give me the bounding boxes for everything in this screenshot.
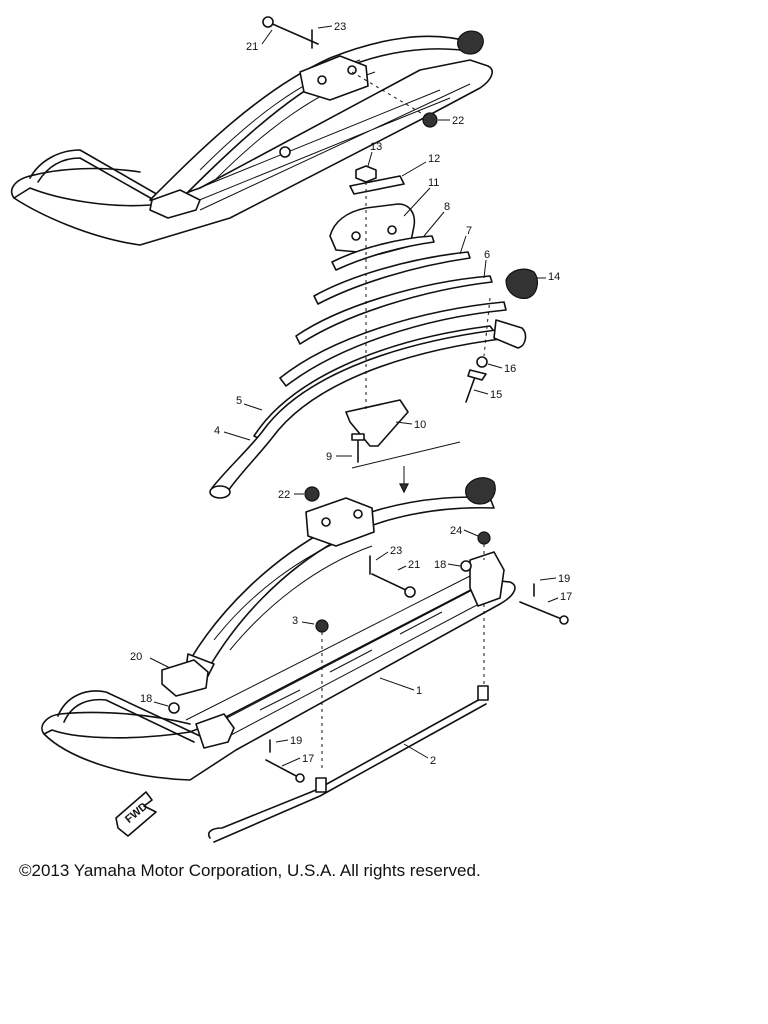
bottom-bolt-21	[371, 573, 411, 593]
callout-2: 2	[430, 755, 436, 767]
callout-17-right: 17	[560, 591, 572, 603]
ski-assembly-diagram: FWD 21 23 22 13 12 11 8 7 6 14 16 15 5 4…	[10, 16, 572, 843]
part-24-washer	[477, 531, 491, 545]
callout-15: 15	[490, 389, 502, 401]
part-7-leaf	[313, 251, 471, 305]
bottom-ski-bumper	[465, 477, 496, 505]
part-3-nut	[315, 619, 329, 633]
top-ski-assembly	[10, 16, 493, 246]
callout-11: 11	[428, 177, 439, 189]
callout-19-right: 19	[558, 573, 570, 585]
bottom-nut-22	[304, 486, 320, 502]
callout-5: 5	[236, 395, 242, 407]
spring-stack-exploded	[209, 165, 538, 499]
top-nut-22	[422, 112, 438, 128]
callout-16: 16	[504, 363, 516, 375]
part-12-plate	[349, 175, 405, 195]
part-8-leaf	[331, 235, 435, 271]
bottom-ski-tip	[41, 711, 191, 735]
callout-22-bottom: 22	[278, 489, 290, 501]
bottom-ski-assembly	[41, 477, 569, 843]
copyright-notice: ©2013 Yamaha Motor Corporation, U.S.A. A…	[19, 861, 481, 880]
top-bolt-21	[267, 21, 319, 45]
callout-13: 13	[370, 141, 382, 153]
callout-18-right: 18	[434, 559, 446, 571]
part-4-leaf-upper	[279, 301, 507, 387]
part-4-eye	[493, 319, 527, 349]
callout-7: 7	[466, 225, 472, 237]
rear-pin-17	[519, 601, 565, 621]
callout-12: 12	[428, 153, 440, 165]
callout-20: 20	[130, 651, 142, 663]
top-ski-bumper	[457, 30, 484, 55]
bottom-rear-bracket	[469, 551, 505, 607]
part-16-washer	[476, 356, 488, 368]
bottom-ski-runner	[43, 579, 516, 781]
callout-8: 8	[444, 201, 450, 213]
part-20-bracket	[161, 659, 209, 697]
top-ski-saddle	[299, 55, 369, 101]
part-14-bumper	[505, 268, 538, 299]
callout-17-left: 17	[302, 753, 314, 765]
callout-19-left: 19	[290, 735, 302, 747]
callout-9: 9	[326, 451, 332, 463]
callout-24: 24	[450, 525, 462, 537]
top-ski-tip	[10, 167, 141, 199]
callout-4: 4	[214, 425, 220, 437]
fwd-arrow: FWD	[115, 791, 157, 837]
callout-21-bottom: 21	[408, 559, 420, 571]
callout-23-top: 23	[334, 21, 346, 33]
callout-10: 10	[414, 419, 426, 431]
callout-14: 14	[548, 271, 560, 283]
bottom-ski-handle	[57, 690, 201, 743]
part-6-leaf	[295, 275, 493, 345]
callout-labels: 21 23 22 13 12 11 8 7 6 14 16 15 5 4 10 …	[130, 21, 572, 767]
part-15-bolt	[465, 373, 477, 403]
callout-23-bottom: 23	[390, 545, 402, 557]
bottom-ski-saddle	[305, 497, 375, 547]
part-2-wear-bar	[207, 697, 483, 839]
callout-3: 3	[292, 615, 298, 627]
part-13-nut	[355, 165, 377, 183]
callout-1: 1	[416, 685, 422, 697]
callout-6: 6	[484, 249, 490, 261]
callout-21-top: 21	[246, 41, 258, 53]
top-ski-bracket	[149, 189, 201, 219]
callout-22-top: 22	[452, 115, 464, 127]
callout-18-left: 18	[140, 693, 152, 705]
top-ski-runner	[13, 59, 493, 246]
top-ski-handle	[29, 149, 161, 201]
